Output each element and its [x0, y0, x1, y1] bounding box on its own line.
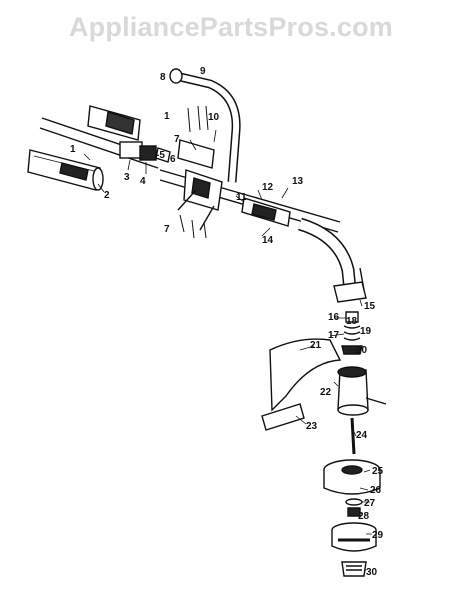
- gearbox-housing: [337, 366, 387, 416]
- bent-tube: [297, 217, 357, 291]
- callout-1a: 1: [164, 111, 170, 122]
- callout-26: 26: [370, 485, 382, 496]
- callout-1b: 1: [70, 144, 76, 155]
- debris-shield: [261, 338, 342, 431]
- callout-28: 28: [358, 511, 370, 522]
- lower-shaft-tube: [27, 149, 104, 191]
- callout-25: 25: [372, 466, 384, 477]
- callout-27: 27: [364, 498, 376, 509]
- shaft-coupling: [119, 141, 171, 163]
- callout-30: 30: [366, 567, 378, 578]
- callout-4: 4: [140, 176, 146, 187]
- callout-2: 2: [104, 190, 110, 201]
- callout-10: 10: [208, 112, 220, 123]
- bump-knob: [341, 561, 367, 577]
- callout-5: -5: [156, 150, 165, 161]
- spool-spring: [345, 498, 363, 517]
- callout-12: 12: [262, 182, 274, 193]
- callout-23: 23: [306, 421, 318, 432]
- callout-19: 19: [360, 326, 372, 337]
- callout-11: 11: [236, 192, 247, 203]
- shaft-sleeve: [241, 197, 291, 227]
- leader-lines: [83, 129, 372, 571]
- loop-handle: [169, 68, 241, 183]
- callout-14: 14: [262, 235, 274, 246]
- callout-13: 13: [292, 176, 304, 187]
- callout-9: 9: [200, 66, 206, 77]
- callout-7a: 7: [174, 134, 180, 145]
- clamp-bolts: [179, 105, 209, 239]
- callout-24: 24: [356, 430, 368, 441]
- output-shaft: [350, 417, 356, 455]
- gearhead-bracket: [333, 267, 367, 303]
- callout-3: 3: [124, 172, 130, 183]
- callout-6: 6: [170, 154, 176, 165]
- callout-15: 15: [364, 301, 376, 312]
- callout-20: 20: [356, 345, 368, 356]
- callout-16: 16: [328, 312, 340, 323]
- callout-17: 17: [328, 330, 340, 341]
- watermark-logo-text: AppliancePartsPros.com: [68, 12, 393, 42]
- line-spool: [331, 522, 377, 552]
- callout-7b: 7: [164, 224, 170, 235]
- callout-8: 8: [160, 72, 166, 83]
- handle-clamp: [177, 139, 223, 231]
- callout-18: 18: [346, 316, 358, 327]
- callout-22: 22: [320, 387, 332, 398]
- callout-labels: 1 1 2 3 4 -5 6 7 7 8 9 10 11 12 13 14 15…: [70, 66, 384, 578]
- callout-21: 21: [310, 340, 322, 351]
- callout-29: 29: [372, 530, 384, 541]
- spool-housing: [323, 459, 381, 495]
